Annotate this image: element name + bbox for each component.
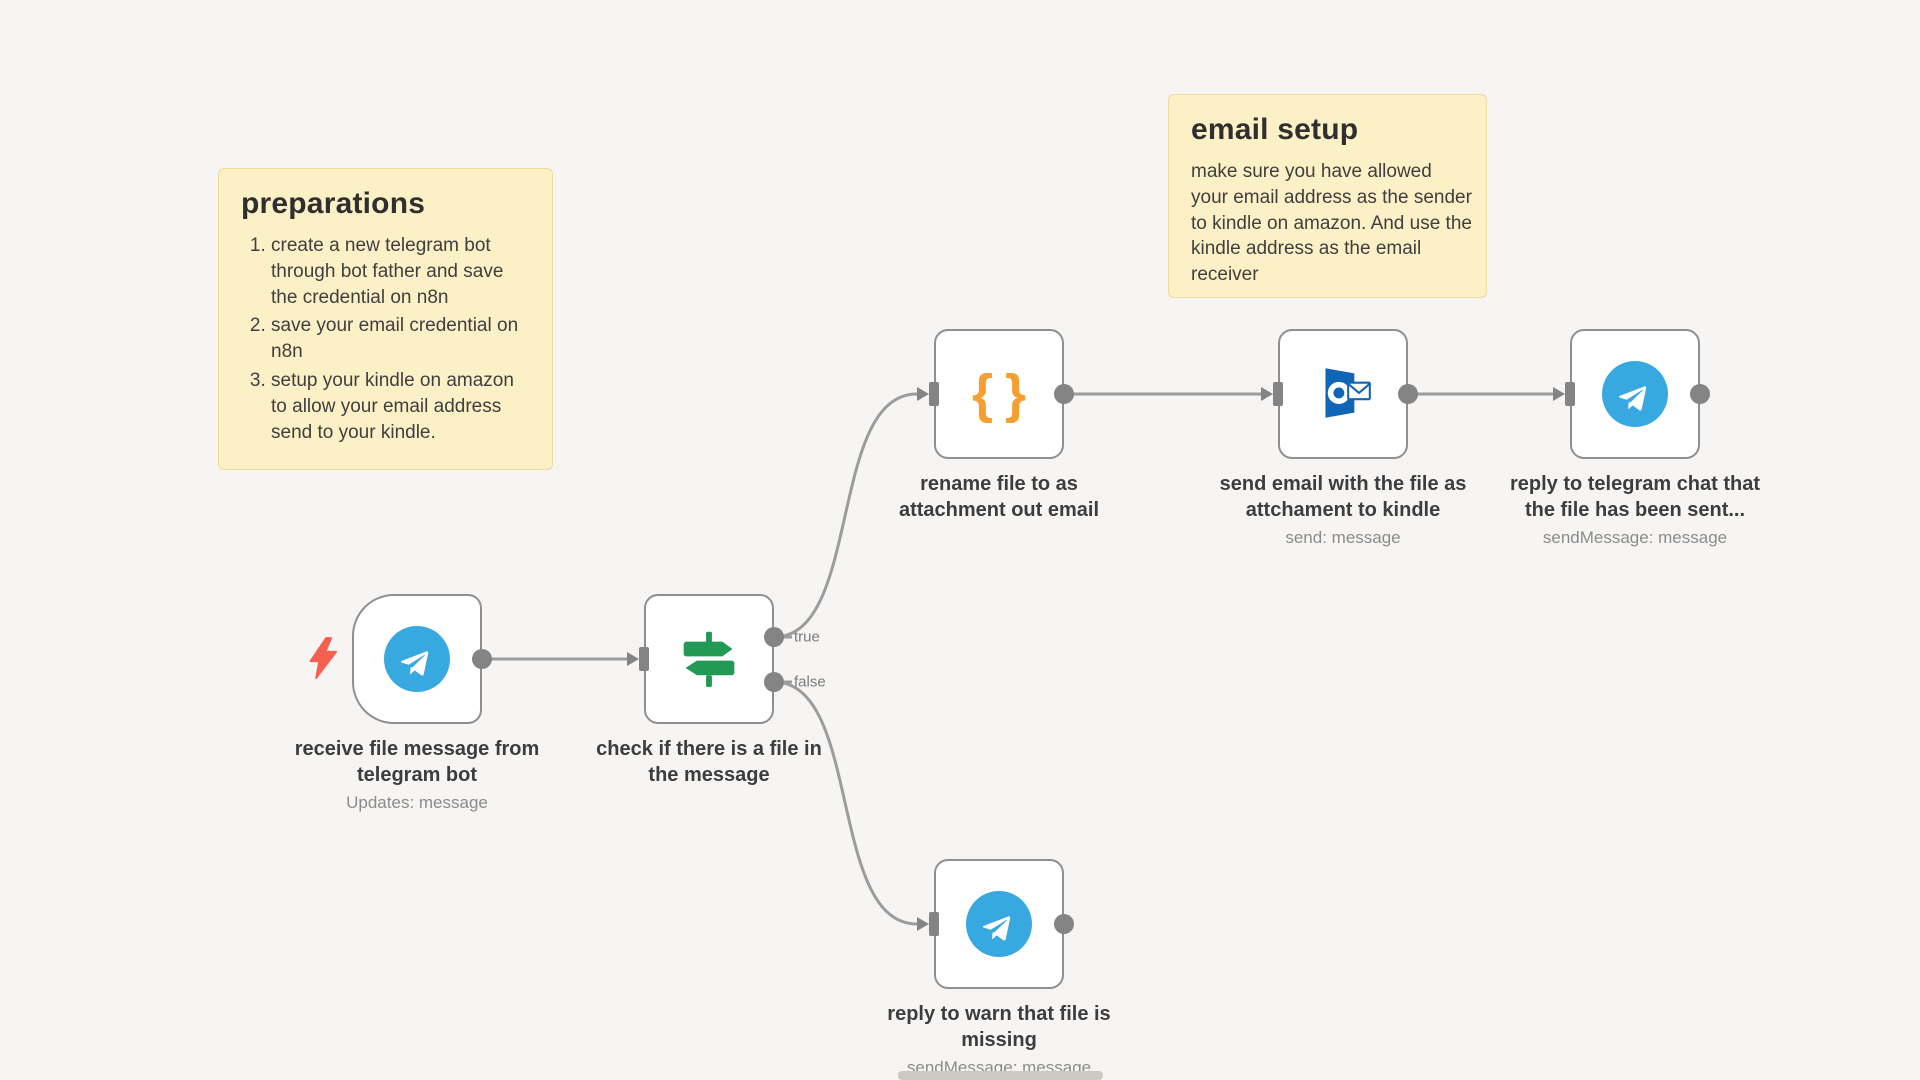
node-telegram-reply-sent[interactable] — [1570, 329, 1700, 459]
if-output-label-true: true — [794, 628, 820, 646]
signpost-icon — [683, 631, 735, 687]
node-telegram-trigger[interactable] — [352, 594, 482, 724]
node-label-outlook-send: send email with the file as attchament t… — [1163, 471, 1523, 548]
list-item: create a new telegram bot through bot fa… — [271, 233, 530, 310]
sticky-note-body: make sure you have allowed your email ad… — [1191, 161, 1472, 286]
node-telegram-reply-missing[interactable] — [934, 859, 1064, 989]
node-subtitle: sendMessage: message — [1542, 528, 1728, 547]
arrowhead — [627, 652, 639, 666]
edge-if-false-to-telegram-missing[interactable] — [773, 680, 918, 926]
arrowhead — [917, 387, 929, 401]
arrowhead — [1553, 387, 1565, 401]
sticky-note-title: email setup — [1191, 113, 1359, 146]
sticky-note-email-setup[interactable]: email setup make sure you have allowed y… — [1168, 94, 1487, 298]
code-braces-icon: { } — [971, 364, 1027, 424]
telegram-icon — [384, 626, 450, 692]
arrowhead — [1261, 387, 1273, 401]
list-item: setup your kindle on amazon to allow you… — [271, 368, 530, 445]
list-item: save your email credential on n8n — [271, 313, 530, 365]
node-label-telegram-reply-missing: reply to warn that file is missing sendM… — [819, 1001, 1179, 1078]
node-label-telegram-reply-sent: reply to telegram chat that the file has… — [1455, 471, 1815, 548]
node-code-rename[interactable]: { } — [934, 329, 1064, 459]
node-label-telegram-trigger: receive file message from telegram bot U… — [237, 736, 597, 813]
preparations-list: create a new telegram bot through bot fa… — [241, 233, 530, 446]
node-label-code-rename: rename file to as attachment out email — [898, 473, 1100, 521]
horizontal-scrollbar-thumb[interactable] — [898, 1071, 1103, 1080]
telegram-icon — [966, 891, 1032, 957]
node-label-if-check-file: check if there is a file in the message — [596, 738, 822, 786]
node-subtitle: Updates: message — [346, 793, 488, 812]
if-output-label-false: false — [794, 673, 826, 691]
outlook-icon — [1325, 368, 1371, 418]
node-subtitle: send: message — [1285, 528, 1401, 547]
trigger-bolt-icon — [309, 637, 338, 679]
arrowhead — [917, 917, 929, 931]
node-if-check-file[interactable] — [644, 594, 774, 724]
sticky-note-preparations[interactable]: preparations create a new telegram bot t… — [218, 168, 553, 470]
sticky-note-title: preparations — [241, 187, 426, 220]
node-outlook-send-email[interactable] — [1278, 329, 1408, 459]
telegram-icon — [1602, 361, 1668, 427]
